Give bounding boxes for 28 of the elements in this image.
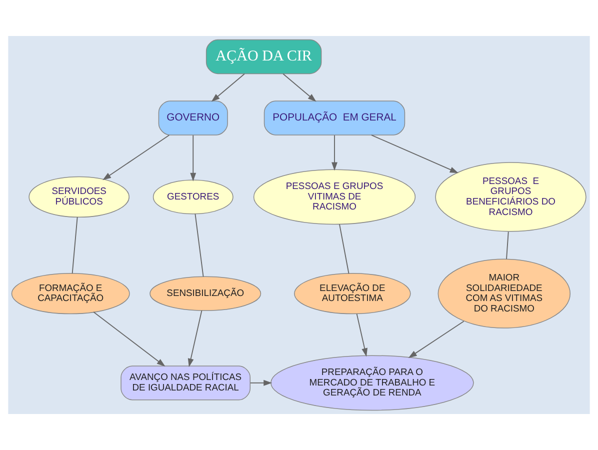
node-box: AÇÃO DA CIR	[206, 39, 322, 74]
arrow	[102, 134, 170, 180]
node-box: POPULAÇÃO EM GERAL	[264, 100, 406, 136]
node-ellipse: PESSOAS E GRUPOS VITIMAS DE RACISMO	[253, 169, 416, 225]
arrow	[188, 310, 202, 368]
node-box: GOVERNO	[158, 100, 228, 136]
arrow	[250, 380, 272, 386]
arrow	[408, 320, 464, 358]
node-ellipse: FORMAÇÃO E CAPACITAÇÃO	[11, 273, 130, 314]
node-ellipse: GESTORES	[152, 180, 234, 214]
arrow	[282, 73, 316, 102]
arrow	[211, 73, 245, 102]
node-ellipse: SENSIBILIZAÇÃO	[150, 276, 262, 311]
node-ellipse: MAIOR SOLIDARIEDADE COM AS VITIMAS DO RACISMO	[438, 258, 571, 328]
node-ellipse: SERVIDOES PÚBLICOS	[28, 176, 130, 218]
connector	[506, 231, 509, 260]
connector	[194, 214, 204, 277]
connector	[72, 216, 78, 274]
connector	[339, 224, 350, 274]
arrow	[332, 134, 338, 171]
arrow	[190, 134, 196, 182]
arrow	[356, 313, 368, 357]
arrow	[93, 312, 166, 367]
arrow	[370, 134, 458, 174]
node-ellipse: PESSOAS E GRUPOS BENEFICIÁRIOS DO RACISMO	[435, 162, 586, 232]
node-ellipse: ELEVAÇÃO DE AUTOESTIMA	[294, 273, 411, 314]
node-ellipse: PREPARAÇÃO PARA O MERCADO DE TRABALHO E GERAÇÃO DE RENDA	[270, 355, 474, 411]
node-box: AVANÇO NAS POLÍTICAS DE IGUALDADE RACIAL	[120, 366, 251, 400]
